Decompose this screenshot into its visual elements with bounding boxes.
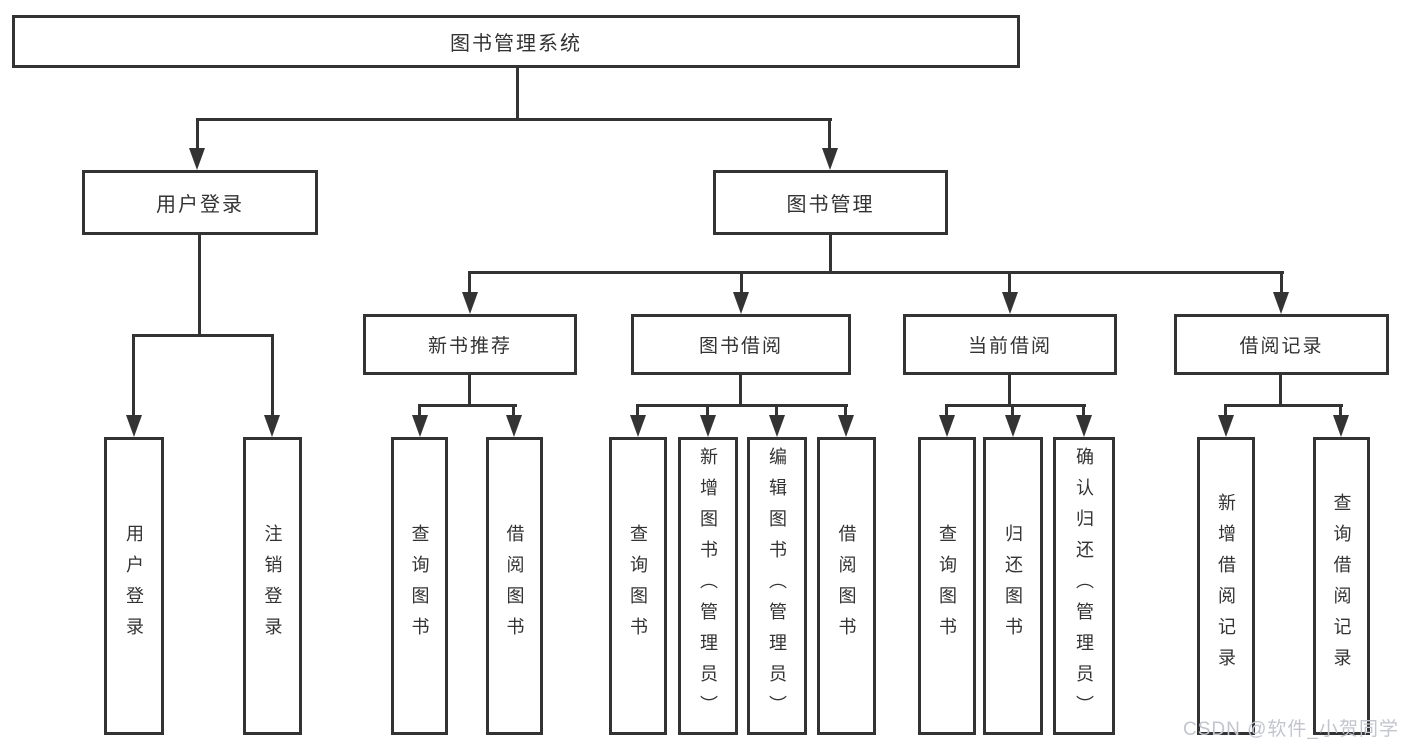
arrow-to-borrow-records bbox=[1273, 292, 1289, 314]
node-user-login-label: 用户登录 bbox=[156, 194, 244, 216]
node-user-login: 用户登录 bbox=[82, 170, 318, 235]
arrow-to-book-management bbox=[822, 148, 838, 170]
leaf-cb-query-books: 查询图书 bbox=[918, 437, 976, 735]
connector-bookmgmt-hline bbox=[468, 271, 1284, 274]
leaf-user-login: 用户登录 bbox=[104, 437, 164, 735]
connector-bb-drop3 bbox=[775, 404, 778, 418]
connector-root-left-drop bbox=[196, 118, 199, 152]
connector-bb-stem bbox=[739, 373, 742, 406]
connector-userlogin-stem bbox=[198, 233, 201, 336]
leaf-cb-query-books-label: 查询图书 bbox=[937, 524, 957, 648]
leaf-br-query-record-label: 查询借阅记录 bbox=[1331, 493, 1352, 679]
arrow-to-bb-edit bbox=[769, 415, 785, 437]
leaf-logout-label: 注销登录 bbox=[262, 524, 283, 648]
leaf-br-add-record-label: 新增借阅记录 bbox=[1216, 493, 1236, 679]
connector-userlogin-drop2 bbox=[271, 334, 274, 418]
arrow-to-leaf-logout bbox=[264, 415, 280, 437]
connector-nbr-drop2 bbox=[512, 404, 515, 418]
node-current-borrow-label: 当前借阅 bbox=[967, 336, 1052, 357]
arrow-to-nbr-borrow bbox=[506, 415, 522, 437]
leaf-bb-add-books-admin-label: 新增图书（管理员） bbox=[698, 446, 718, 726]
connector-cb-hline bbox=[945, 404, 1086, 407]
connector-bb-drop2 bbox=[706, 404, 709, 418]
connector-cb-stem bbox=[1008, 373, 1011, 406]
connector-br-stem bbox=[1279, 373, 1282, 406]
connector-br-hline bbox=[1224, 404, 1343, 407]
arrow-to-cb-return bbox=[1005, 415, 1021, 437]
arrow-to-current-borrow bbox=[1002, 292, 1018, 314]
connector-nbr-hline bbox=[418, 404, 517, 407]
arrow-to-new-book-recommend bbox=[462, 292, 478, 314]
node-new-book-recommend-label: 新书推荐 bbox=[427, 336, 512, 357]
leaf-bb-borrow-books-label: 借阅图书 bbox=[836, 524, 857, 648]
node-root: 图书管理系统 bbox=[12, 15, 1020, 68]
csdn-watermark: CSDN @软件_小贺同学 bbox=[1183, 719, 1399, 740]
node-book-management-label: 图书管理 bbox=[786, 194, 875, 216]
connector-br-drop1 bbox=[1224, 404, 1227, 418]
leaf-bb-query-books: 查询图书 bbox=[609, 437, 667, 735]
connector-nbr-drop1 bbox=[418, 404, 421, 418]
arrow-to-bb-add bbox=[700, 415, 716, 437]
arrow-to-bb-query bbox=[630, 415, 646, 437]
arrow-to-br-add bbox=[1218, 415, 1234, 437]
arrow-to-bb-borrow bbox=[838, 415, 854, 437]
arrow-to-book-borrow bbox=[733, 292, 749, 314]
node-root-label: 图书管理系统 bbox=[450, 33, 582, 55]
arrow-to-leaf-user-login bbox=[126, 415, 142, 437]
arrow-to-cb-confirm bbox=[1076, 415, 1092, 437]
leaf-bb-add-books-admin: 新增图书（管理员） bbox=[678, 437, 738, 735]
connector-cb-drop3 bbox=[1082, 404, 1085, 418]
arrow-to-nbr-query bbox=[412, 415, 428, 437]
leaf-bb-edit-books-admin: 编辑图书（管理员） bbox=[747, 437, 807, 735]
connector-cat2-drop bbox=[740, 271, 743, 296]
leaf-nbr-query-books-label: 查询图书 bbox=[409, 524, 430, 648]
leaf-br-add-record: 新增借阅记录 bbox=[1197, 437, 1255, 735]
leaf-cb-return-books: 归还图书 bbox=[983, 437, 1043, 735]
arrow-to-user-login bbox=[189, 148, 205, 170]
connector-userlogin-drop1 bbox=[132, 334, 135, 418]
connector-cat1-drop bbox=[468, 271, 471, 296]
leaf-nbr-borrow-books-label: 借阅图书 bbox=[504, 524, 525, 648]
leaf-nbr-query-books: 查询图书 bbox=[391, 437, 448, 735]
connector-root-right-drop bbox=[828, 118, 831, 152]
connector-root-stem bbox=[516, 68, 519, 120]
connector-bb-drop4 bbox=[844, 404, 847, 418]
leaf-cb-confirm-return-admin: 确认归还（管理员） bbox=[1053, 437, 1115, 735]
connector-root-hline bbox=[196, 118, 832, 121]
leaf-cb-confirm-return-admin-label: 确认归还（管理员） bbox=[1074, 446, 1094, 726]
node-current-borrow: 当前借阅 bbox=[903, 314, 1117, 375]
connector-bookmgmt-stem bbox=[829, 233, 832, 274]
node-book-borrow-label: 图书借阅 bbox=[698, 336, 783, 357]
leaf-user-login-label: 用户登录 bbox=[124, 524, 144, 648]
connector-bb-hline bbox=[636, 404, 848, 407]
connector-cb-drop2 bbox=[1011, 404, 1014, 418]
node-borrow-records-label: 借阅记录 bbox=[1239, 336, 1324, 357]
connector-cb-drop1 bbox=[945, 404, 948, 418]
connector-bb-drop1 bbox=[636, 404, 639, 418]
node-book-management: 图书管理 bbox=[713, 170, 948, 235]
arrow-to-br-query bbox=[1333, 415, 1349, 437]
connector-nbr-stem bbox=[468, 373, 471, 406]
connector-cat3-drop bbox=[1008, 271, 1011, 296]
connector-cat4-drop bbox=[1280, 271, 1283, 296]
leaf-bb-edit-books-admin-label: 编辑图书（管理员） bbox=[767, 446, 787, 726]
arrow-to-cb-query bbox=[939, 415, 955, 437]
leaf-cb-return-books-label: 归还图书 bbox=[1003, 524, 1023, 648]
node-borrow-records: 借阅记录 bbox=[1174, 314, 1389, 375]
node-book-borrow: 图书借阅 bbox=[631, 314, 851, 375]
leaf-logout: 注销登录 bbox=[243, 437, 302, 735]
leaf-nbr-borrow-books: 借阅图书 bbox=[486, 437, 543, 735]
leaf-br-query-record: 查询借阅记录 bbox=[1313, 437, 1370, 735]
leaf-bb-borrow-books: 借阅图书 bbox=[817, 437, 876, 735]
connector-userlogin-hline bbox=[132, 334, 274, 337]
node-new-book-recommend: 新书推荐 bbox=[363, 314, 577, 375]
leaf-bb-query-books-label: 查询图书 bbox=[628, 524, 648, 648]
connector-br-drop2 bbox=[1339, 404, 1342, 418]
